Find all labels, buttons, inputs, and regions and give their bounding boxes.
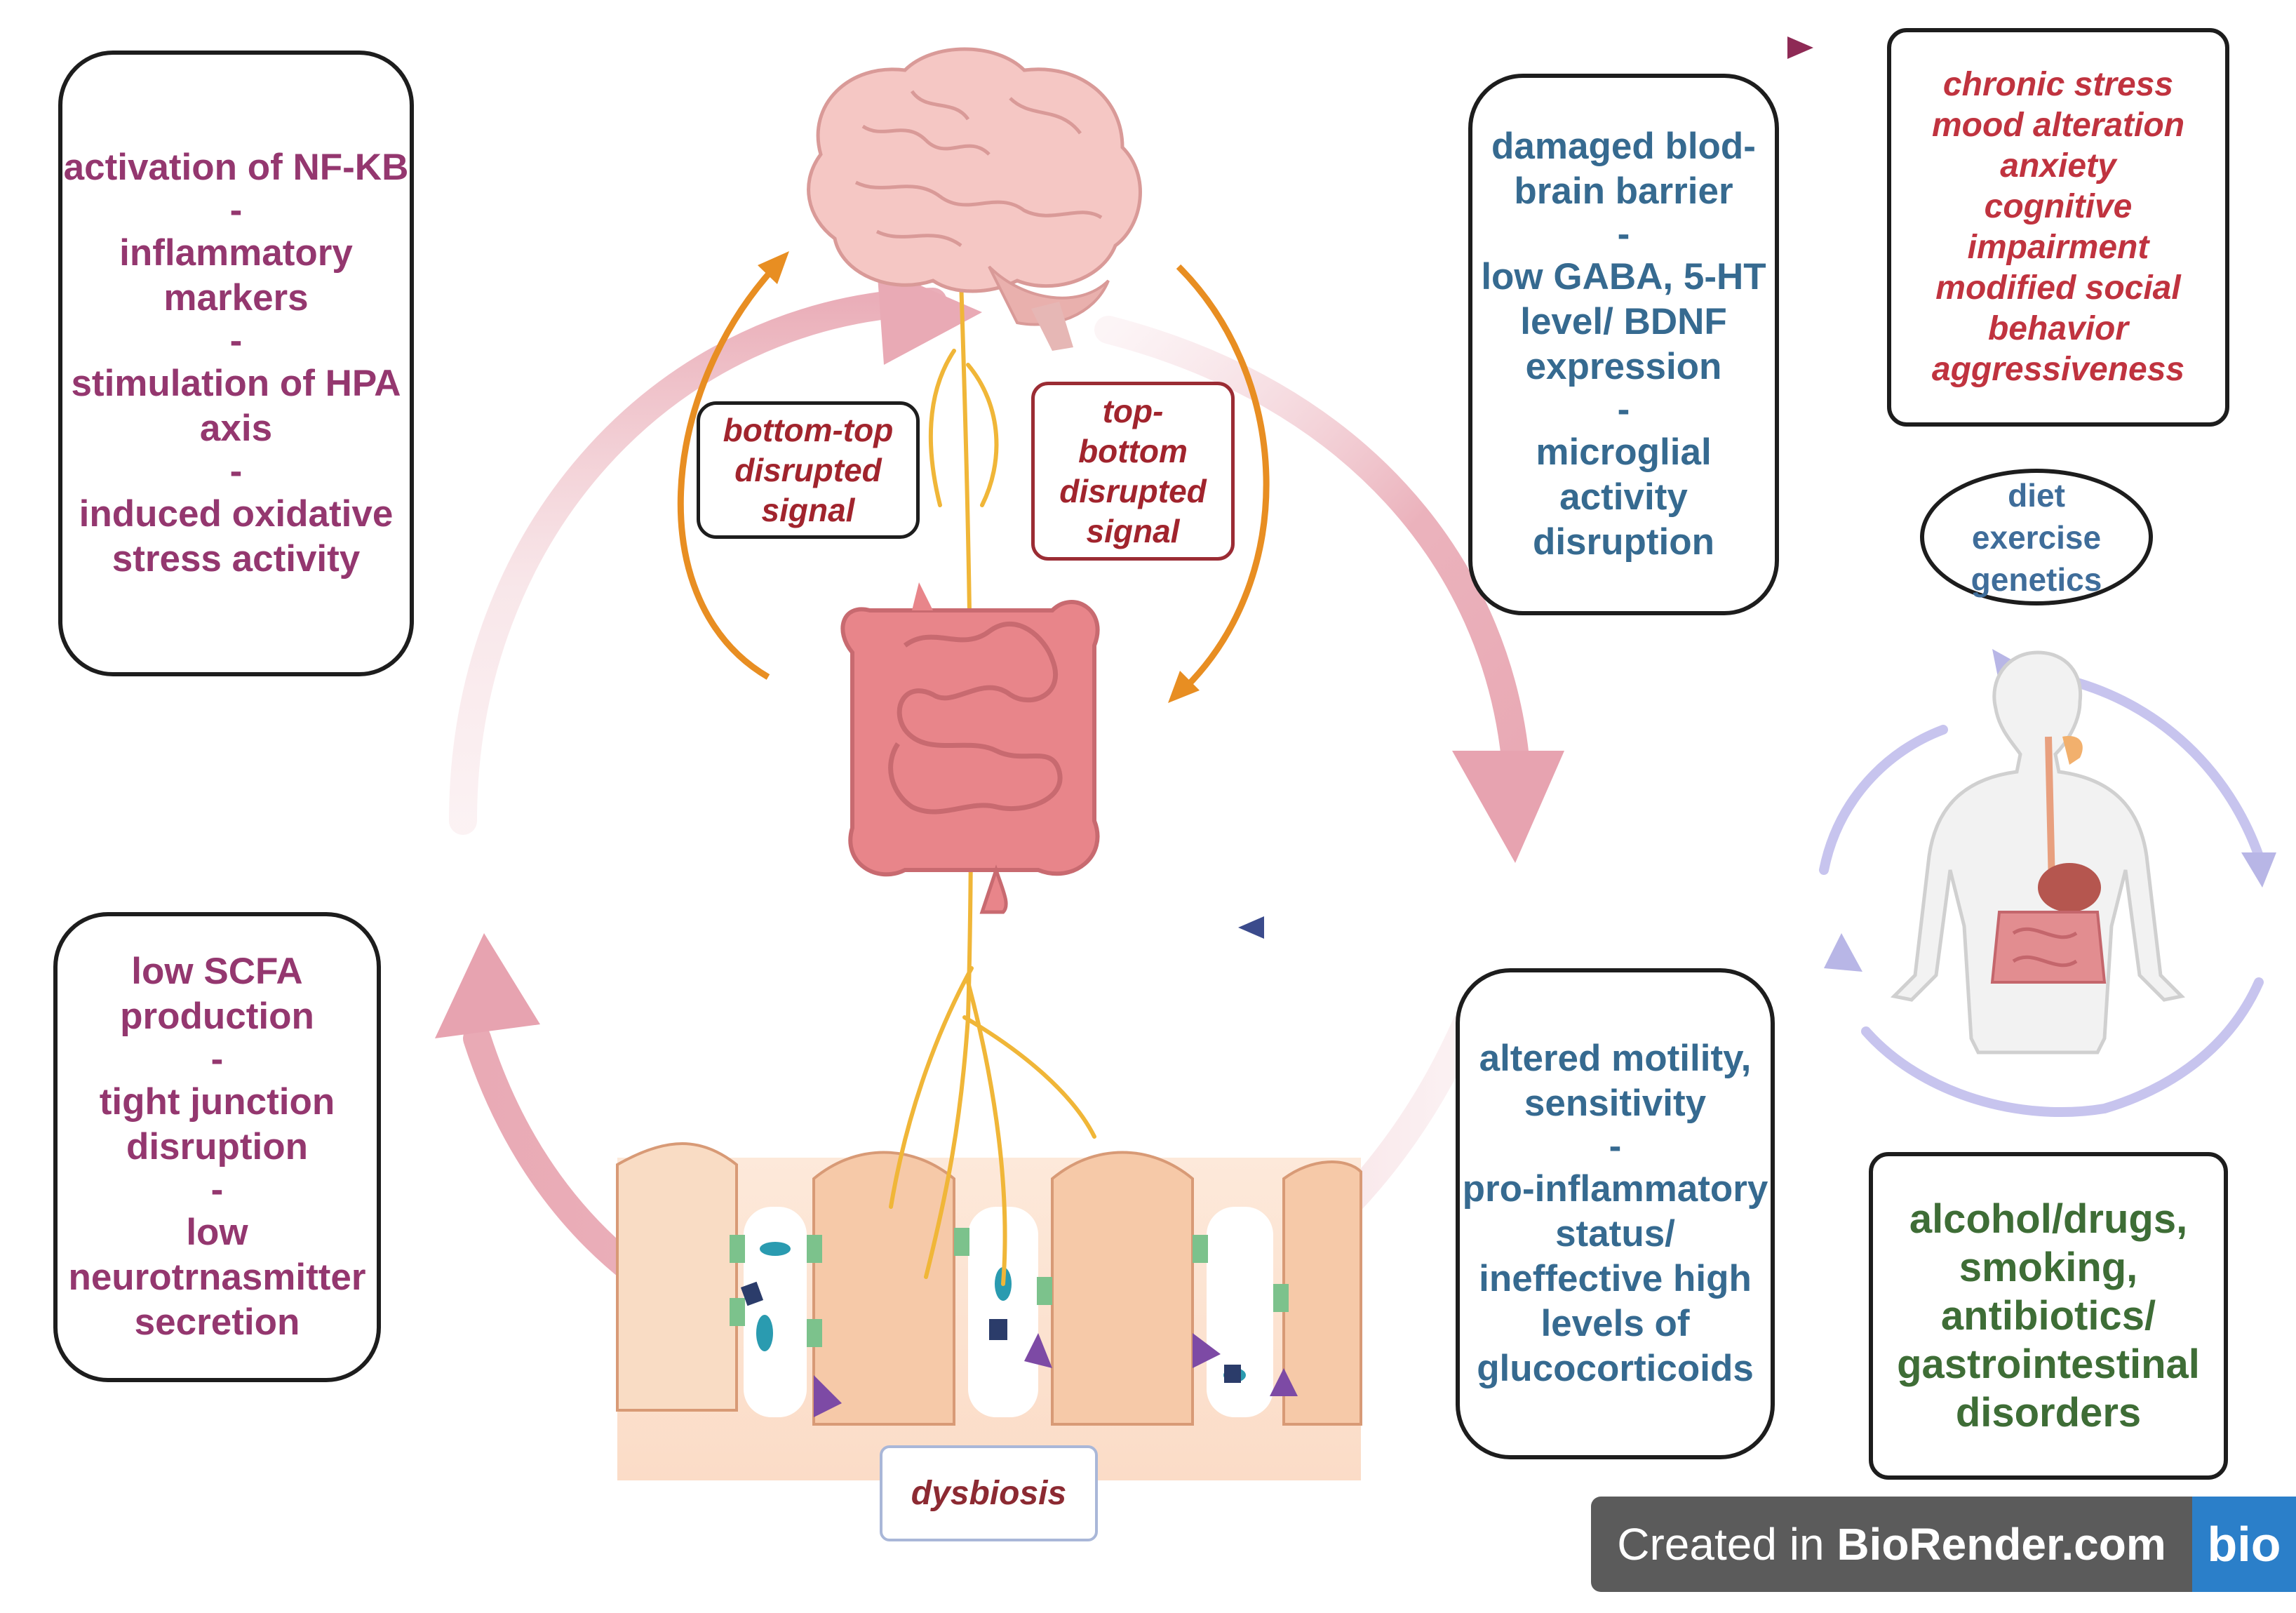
ring-arc-left-upper: [449, 288, 947, 835]
box-line: tight junction disruption: [99, 1081, 335, 1167]
biorender-credit[interactable]: Created in BioRender.com bio: [1591, 1497, 2296, 1592]
box-line: modified social behavior: [1935, 269, 2181, 347]
credit-prefix: Created in: [1617, 1519, 1837, 1570]
ring-arc-right: [1094, 316, 1529, 772]
dysbiosis-label-box: dysbiosis: [880, 1445, 1098, 1541]
lifestyle-arrow-left: [1824, 933, 1862, 972]
box-separator: -: [229, 320, 243, 361]
signal-label: top-bottom disrupted signal: [1059, 392, 1207, 549]
box-separator: -: [1617, 213, 1630, 255]
credit-brand: BioRender.com: [1837, 1519, 2166, 1570]
ring-arrowhead-right: [1452, 751, 1564, 863]
arrow-factors-to-gut-head: [1238, 916, 1264, 939]
box-separator: -: [229, 450, 243, 492]
stomach: [2038, 863, 2101, 912]
box-line: microglial activity disruption: [1532, 431, 1715, 563]
box-line: chronic stress: [1942, 66, 2174, 103]
signal-label: bottom-top disrupted signal: [723, 411, 894, 528]
lifestyle-factors-oval: diet exercise genetics: [1920, 469, 2153, 605]
gut-dysfunction-box: low SCFA production - tight junction dis…: [53, 912, 381, 1382]
top-bottom-signal-box: top-bottom disrupted signal: [1031, 382, 1235, 561]
ring-arrowhead-left: [435, 933, 540, 1038]
biorender-logo-icon: bio: [2192, 1497, 2296, 1592]
box-separator: -: [229, 189, 243, 231]
box-line: low SCFA production: [120, 951, 314, 1037]
box-line: genetics: [1971, 561, 2102, 598]
box-line: activation of NF-KB: [63, 147, 409, 188]
box-separator: -: [210, 1169, 224, 1210]
external-factors-box: alcohol/drugs, smoking, antibiotics/ gas…: [1869, 1152, 2228, 1480]
box-line: aggressiveness: [1931, 351, 2185, 388]
gut-physiology-box: altered motility, sensitivity - pro-infl…: [1456, 968, 1775, 1459]
box-line: alcohol/drugs, smoking, antibiotics/ gas…: [1897, 1196, 2200, 1435]
credit-text: Created in BioRender.com: [1591, 1497, 2192, 1592]
box-line: cognitive impairment: [1967, 188, 2149, 266]
box-line: induced oxidative stress activity: [79, 493, 394, 580]
box-line: damaged blod-brain barrier: [1491, 126, 1756, 212]
box-separator: -: [1609, 1125, 1622, 1167]
box-line: exercise: [1971, 518, 2102, 556]
ring-arrowhead-top: [877, 267, 982, 365]
orange-arrow-bottom-top-head: [758, 251, 789, 284]
brain-icon: [807, 47, 1142, 351]
villi-icon: [616, 1142, 1362, 1480]
orange-arrow-bottom-top: [677, 264, 778, 680]
box-line: stimulation of HPA axis: [71, 363, 401, 449]
box-separator: -: [1617, 389, 1630, 430]
box-line: altered motility, sensitivity: [1479, 1038, 1752, 1124]
box-separator: -: [210, 1038, 224, 1080]
box-line: mood alteration: [1931, 107, 2185, 144]
arrow-brain-to-behavior-head: [1787, 36, 1813, 59]
behavior-outcomes-box: chronic stress mood alteration anxiety c…: [1887, 28, 2229, 427]
box-line: pro-inflammatory status/ ineffective hig…: [1462, 1168, 1768, 1389]
lifestyle-arrow-right: [2241, 852, 2276, 888]
human-body-icon: [1890, 650, 2186, 1055]
intestine-icon: [840, 582, 1100, 914]
box-line: diet: [2008, 476, 2065, 514]
box-line: inflammatory markers: [119, 232, 353, 319]
dysbiosis-label: dysbiosis: [911, 1474, 1067, 1512]
inflammation-effects-box: activation of NF-KB - inflammatory marke…: [58, 51, 414, 676]
box-line: low GABA, 5-HT level/ BDNF expression: [1481, 256, 1766, 387]
box-line: low neurotrnasmitter secretion: [68, 1212, 366, 1343]
orange-arrow-top-bottom-head: [1168, 671, 1200, 703]
orange-arrow-top-bottom: [1176, 264, 1270, 690]
bottom-top-signal-box: bottom-top disrupted signal: [697, 401, 920, 539]
brain-dysfunction-box: damaged blod-brain barrier - low GABA, 5…: [1468, 74, 1779, 615]
box-line: anxiety: [2000, 147, 2116, 185]
